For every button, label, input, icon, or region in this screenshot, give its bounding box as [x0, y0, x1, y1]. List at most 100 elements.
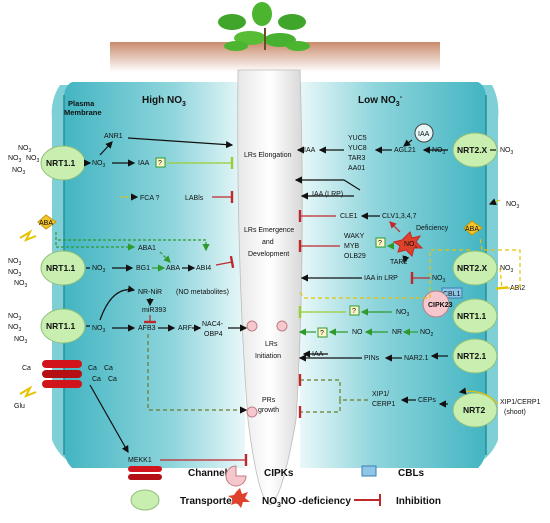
- transporter-nrt11-c: NRT1.1: [40, 308, 86, 344]
- no3-out-right-b: NO3: [506, 201, 520, 210]
- aba-left: ABA: [39, 220, 53, 227]
- svg-text:NRT2.1: NRT2.1: [457, 351, 487, 361]
- metabolites-label: (NO metabolites): [176, 289, 229, 296]
- no3-left-c: NO3: [92, 325, 106, 334]
- ca-in-3: Ca: [92, 376, 101, 383]
- legend-inhibition: Inhibition: [354, 494, 441, 507]
- legend-channels: Channels: [128, 466, 233, 480]
- svg-text:NRT1.1: NRT1.1: [457, 311, 487, 321]
- abi2-label: ABI2: [510, 285, 525, 292]
- transporter-nrt11-b: NRT1.1: [40, 250, 86, 286]
- no-label: NO: [352, 329, 363, 336]
- svg-text:Inhibition: Inhibition: [396, 496, 441, 507]
- nir-label: NR-NiR: [138, 289, 162, 296]
- aa01-label: AA01: [348, 165, 365, 172]
- no3-star-label: NO3: [404, 241, 418, 249]
- svg-text:NO3: NO3: [26, 155, 40, 164]
- myb-label: MYB: [344, 243, 360, 250]
- iaa-lrp-label: IAA (LRP): [312, 191, 343, 198]
- svg-text:NRT1.1: NRT1.1: [46, 158, 76, 168]
- transporter-nrt21: NRT2.1: [452, 338, 498, 374]
- nac4-label: NAC4-: [202, 321, 224, 328]
- no3-right-c: NO3: [396, 309, 410, 318]
- afb3-label: AFB3: [138, 325, 156, 332]
- no3-out-right-a: NO3: [500, 147, 514, 156]
- clv-label: CLV1,3,4,7: [382, 213, 417, 220]
- unknown-box-b: [375, 237, 386, 248]
- header-high-nitrate: High NO3: [142, 95, 186, 108]
- svg-text:NO3: NO3: [8, 269, 22, 278]
- cipk-marker-2: [276, 320, 288, 332]
- svg-text:Transporters: Transporters: [180, 496, 242, 507]
- cerp1-label: CERP1: [372, 401, 395, 408]
- ceps-label: CEPs: [418, 397, 436, 404]
- unknown-box-a: [155, 157, 166, 168]
- svg-text:NO3: NO3: [14, 336, 28, 345]
- ca-label: Ca: [22, 365, 31, 372]
- tar3-label: TAR3: [348, 155, 365, 162]
- svg-text:NRT2.X: NRT2.X: [457, 145, 488, 155]
- unknown-d: ?: [320, 330, 324, 337]
- svg-text:NO3NO -deficiency: NO3NO -deficiency: [262, 496, 351, 509]
- root-label-lrs: LRs: [265, 341, 278, 348]
- svg-text:NRT1.1: NRT1.1: [46, 321, 76, 331]
- svg-text:NO3: NO3: [14, 280, 28, 289]
- transporter-nrt11-right: NRT1.1: [452, 298, 498, 334]
- iaa-in-lrp-label: IAA in LRP: [364, 275, 398, 282]
- iaa-left: IAA: [138, 160, 150, 167]
- transporter-nrt2x-top: NRT2.X: [452, 132, 498, 168]
- left-cell-high-nitrate: [64, 82, 245, 468]
- root-label-development: Development: [248, 251, 289, 258]
- unknown-box-c: [349, 305, 360, 316]
- cle1-label: CLE1: [340, 213, 358, 220]
- legend-transporters: Transporters: [130, 489, 242, 511]
- root-label-emergence: LRs Emergence: [244, 227, 294, 234]
- svg-text:NO3: NO3: [18, 145, 32, 154]
- plasma-membrane-label-2: Membrane: [64, 108, 102, 117]
- root-label-elongation: LRs Elongation: [244, 152, 292, 159]
- unknown-b: ?: [378, 240, 382, 247]
- yuc5-label: YUC5: [348, 135, 367, 142]
- svg-text:CBLs: CBLs: [398, 468, 425, 479]
- ca-in-1: Ca: [88, 365, 97, 372]
- olb29-label: OLB29: [344, 253, 366, 260]
- yuc8-label: YUC8: [348, 145, 367, 152]
- xip-shoot-label: XIP1/CERP1: [500, 399, 541, 406]
- svg-text:NO3: NO3: [8, 313, 22, 322]
- obp4-label: OBP4: [204, 331, 223, 338]
- arf-label: ARF: [178, 325, 192, 332]
- agl21-label: AGL21: [394, 147, 416, 154]
- glu-label: Glu: [14, 403, 25, 410]
- svg-text:NRT1.1: NRT1.1: [46, 263, 76, 273]
- ca-in-2: Ca: [104, 365, 113, 372]
- abi4-label: ABI4: [196, 265, 211, 272]
- header-low-nitrate: Low NO3-: [358, 94, 403, 108]
- aba1-label: ABA1: [138, 245, 156, 252]
- xip1-label: XIP1/: [372, 391, 389, 398]
- unknown-a: ?: [158, 160, 162, 167]
- aba-right: ABA: [465, 226, 479, 233]
- svg-text:NRT2: NRT2: [463, 405, 485, 415]
- right-arrows: [294, 139, 521, 418]
- cipk-marker-3: [246, 406, 258, 418]
- svg-text:NO3: NO3: [8, 155, 22, 164]
- soil: [110, 42, 440, 72]
- svg-text:Channels: Channels: [188, 468, 233, 479]
- cipk23-label: CIPK23: [428, 302, 453, 309]
- mekk1-label: MEKK1: [128, 457, 152, 464]
- deficiency-label: Deficiency: [416, 225, 449, 232]
- iaa-right: IAA: [304, 147, 316, 154]
- aba-green: ABA: [166, 265, 180, 272]
- aba-left-diamond: [37, 214, 57, 230]
- no3-left-b: NO3: [92, 265, 106, 274]
- cipk-marker-1: [246, 320, 258, 332]
- transporter-nrt2x-mid: NRT2.X: [452, 250, 498, 286]
- legend-cipks: CIPKs: [225, 465, 294, 487]
- pins-label: PINs: [364, 355, 380, 362]
- labls-label: LABls: [185, 195, 204, 202]
- calcium-channel: [42, 360, 82, 388]
- svg-text:NO3: NO3: [12, 167, 26, 176]
- legend-cbls: CBLs: [361, 465, 425, 479]
